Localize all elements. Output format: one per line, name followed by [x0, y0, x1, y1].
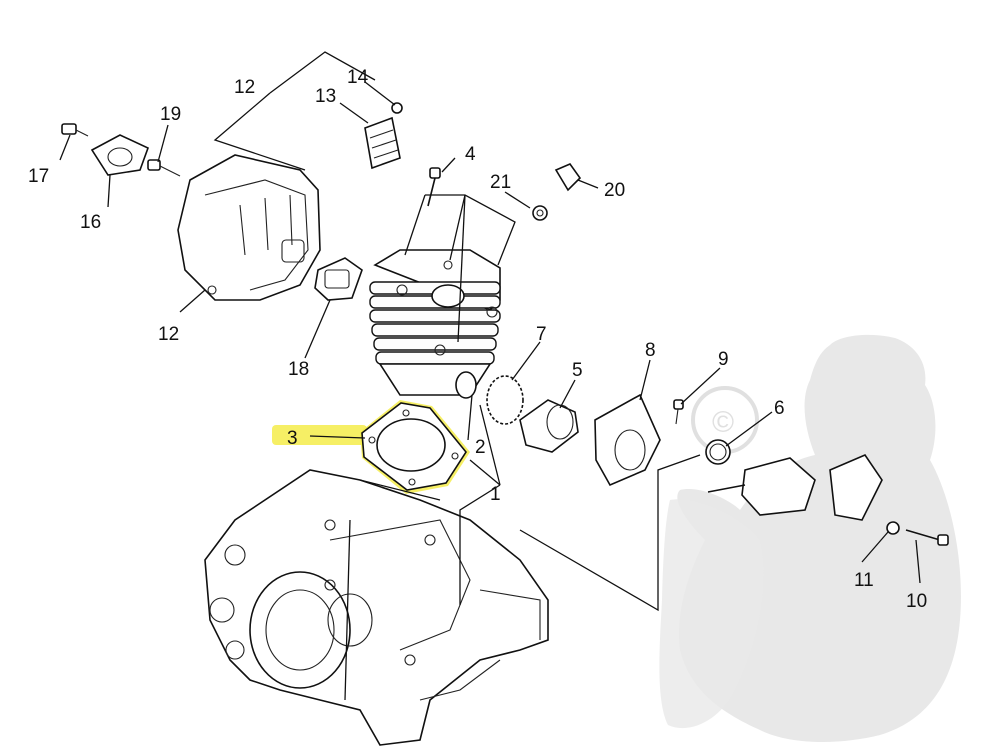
callout-14: 14	[347, 67, 369, 88]
screw-19	[147, 159, 181, 177]
bolt-10	[905, 529, 949, 546]
callout-7: 7	[536, 324, 547, 345]
callout-4: 4	[465, 144, 476, 165]
callout-2: 2	[475, 437, 486, 458]
callout-8: 8	[645, 340, 656, 361]
cylinder	[369, 249, 501, 399]
callout-9: 9	[718, 349, 729, 370]
callout-12-top: 12	[234, 77, 255, 98]
carburetor-flange-8	[594, 393, 661, 487]
washer-21	[532, 205, 548, 221]
callout-16: 16	[80, 212, 101, 233]
callout-18: 18	[288, 359, 309, 380]
crankcase	[204, 469, 549, 746]
plug-20	[554, 163, 582, 192]
leader-lines	[59, 51, 921, 701]
bolt-4	[427, 167, 441, 207]
screw-9	[673, 399, 684, 425]
callout-11: 11	[854, 570, 874, 591]
intake-boot-5	[519, 399, 579, 453]
exhaust-gasket	[314, 257, 363, 301]
cylinder-base-gasket	[361, 402, 467, 491]
spark-arrestor-plate	[364, 116, 401, 170]
washer-11	[886, 521, 900, 535]
callout-12-bottom: 12	[158, 324, 179, 345]
callout-19: 19	[160, 104, 181, 125]
callout-5: 5	[572, 360, 583, 381]
gasket-6	[705, 439, 731, 465]
screw-17	[61, 123, 89, 137]
callout-20: 20	[604, 180, 625, 201]
callout-3: 3	[287, 428, 298, 449]
callouts: 1 2 3 4 5 6 7 8 9 10 11 12 12 13 14 16 1…	[28, 67, 927, 612]
muffler	[177, 154, 321, 301]
callout-10: 10	[906, 591, 927, 612]
carburetor	[707, 454, 883, 521]
svg-text:©: ©	[712, 406, 734, 439]
callout-13: 13	[315, 86, 336, 107]
callout-1: 1	[490, 484, 501, 505]
callout-21: 21	[490, 172, 511, 193]
watermark-logo: ©	[659, 334, 961, 742]
hose-clamp-7	[486, 375, 524, 425]
callout-17: 17	[28, 166, 49, 187]
screw-14	[391, 102, 403, 114]
flange-16	[90, 134, 150, 176]
callout-6: 6	[774, 398, 785, 419]
